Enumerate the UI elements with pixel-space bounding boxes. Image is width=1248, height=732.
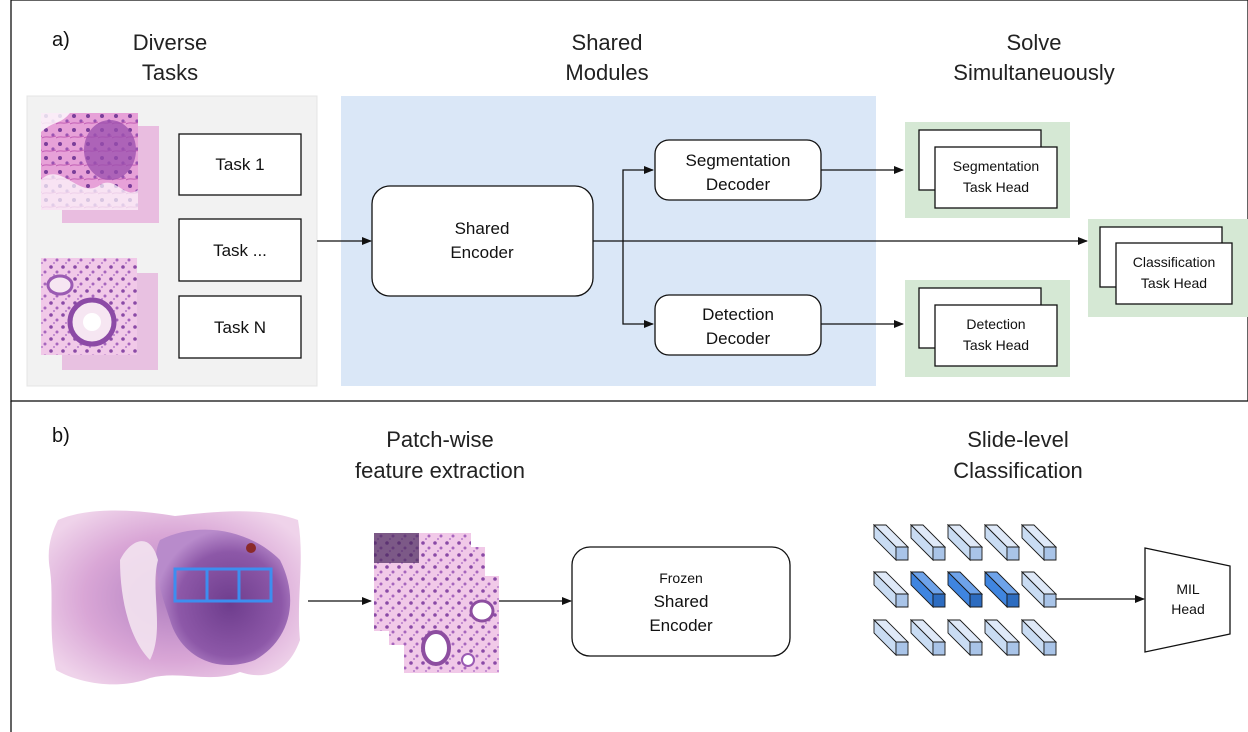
solve-title-l1: Solve [1006,30,1061,55]
shared-modules-title-l2: Modules [565,60,648,85]
cuboid-end-face [1043,641,1057,656]
cuboid-end-face [1006,546,1020,561]
feature-cuboid [909,570,947,609]
feature-cuboid [946,523,984,562]
feature-cuboid [872,570,910,609]
task-ellipsis-label: Task ... [213,241,267,260]
cuboid-end-face [932,546,946,561]
panel-a-label: a) [52,29,70,51]
feature-cuboid [1020,618,1058,657]
task-n-box [178,295,302,359]
cuboid-end-face [932,641,946,656]
cuboid-end-face [1043,546,1057,561]
detection-decoder-box [654,294,822,356]
segmentation-decoder-label-l1: Segmentation [686,151,791,170]
patch-stack [374,533,499,673]
frozen-encoder-label-l2: Shared [654,592,709,611]
classification-head-label-l1: Classification [1133,254,1215,270]
patch-title-l2: feature extraction [355,458,525,483]
feature-cuboid [1020,523,1058,562]
mil-head-label-l1: MIL [1176,581,1200,597]
mil-head-shape [1144,547,1231,653]
segmentation-head-label-l1: Segmentation [953,158,1039,174]
feature-cuboid [983,618,1021,657]
task-1-box [178,133,302,196]
detection-decoder-label-l1: Detection [702,305,774,324]
cuboid-end-face [1006,593,1020,608]
segmentation-decoder-label-l2: Decoder [706,175,771,194]
edge-encoder-segdecoder [622,166,654,241]
cuboid-end-face [895,546,909,561]
segmentation-decoder-box [654,139,822,201]
detection-head-box [934,304,1058,367]
feature-cuboid [1020,570,1058,609]
feature-cuboid [872,618,910,657]
detection-head-label-l1: Detection [966,316,1025,332]
panel-b-label: b) [52,425,70,447]
task-1-label: Task 1 [215,155,264,174]
feature-cuboid [946,570,984,609]
segmentation-head-label-l2: Task Head [963,179,1029,195]
whole-slide-image [40,509,308,692]
shared-encoder-label-l2: Encoder [450,243,514,262]
shared-encoder-label-l1: Shared [455,219,510,238]
frozen-encoder-label-l1: Frozen [659,570,703,586]
diverse-tasks-title-l1: Diverse [133,30,208,55]
histology-tile-top [41,113,159,223]
cuboid-end-face [969,641,983,656]
cuboid-end-face [969,593,983,608]
cuboid-end-face [969,546,983,561]
slide-title-l2: Classification [953,458,1083,483]
cuboid-end-face [1043,593,1057,608]
frozen-encoder-box [571,546,791,657]
edge-encoder-detdecoder [622,241,654,328]
segmentation-head-box [934,146,1058,209]
histology-tile-bottom [41,258,158,370]
shared-modules-title-l1: Shared [572,30,643,55]
cuboid-end-face [932,593,946,608]
task-n-label: Task N [214,318,266,337]
classification-head-box [1115,242,1233,305]
detection-decoder-label-l2: Decoder [706,329,771,348]
feature-cuboid [909,523,947,562]
cuboid-end-face [1006,641,1020,656]
patch-selection-grid [173,567,273,603]
feature-cuboid [872,523,910,562]
feature-cuboid [909,618,947,657]
feature-cuboid [983,523,1021,562]
detection-head-label-l2: Task Head [963,337,1029,353]
classification-head-label-l2: Task Head [1141,275,1207,291]
solve-title-l2: Simultaneuously [953,60,1114,85]
feature-cuboid [983,570,1021,609]
slide-title-l1: Slide-level [967,427,1069,452]
cuboid-end-face [895,593,909,608]
shared-encoder-box [371,185,594,297]
diverse-tasks-title-l2: Tasks [142,60,198,85]
cuboid-end-face [895,641,909,656]
patch-title-l1: Patch-wise [386,427,494,452]
frozen-encoder-label-l3: Encoder [649,616,713,635]
mil-head-label-l2: Head [1171,601,1204,617]
feature-cuboid [946,618,984,657]
task-ellipsis-box [178,218,302,282]
feature-embedding-grid [872,523,1058,657]
